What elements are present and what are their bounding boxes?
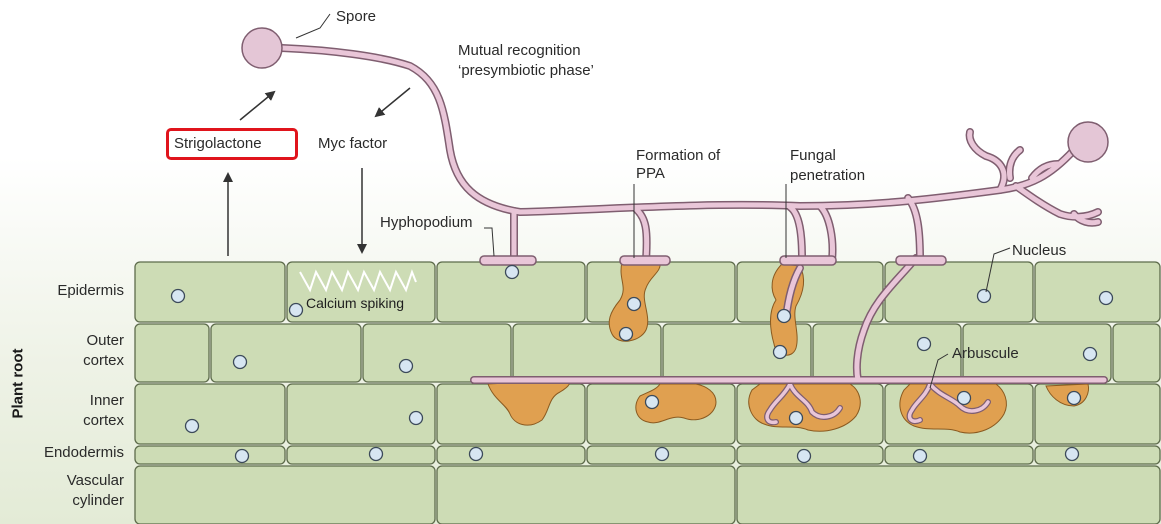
layer-outer-cortex-1: Outer: [86, 332, 124, 350]
nucleus: [978, 290, 991, 303]
nucleus: [1068, 392, 1081, 405]
nucleus: [656, 448, 669, 461]
nucleus: [290, 304, 303, 317]
hyphopodium-3: [780, 256, 836, 265]
formation-of-ppa-label-1: Formation of: [636, 147, 720, 165]
inner-cortex-cell: [135, 384, 285, 444]
fungal-penetration-label-1: Fungal: [790, 147, 836, 165]
nucleus: [628, 298, 641, 311]
to-spore-arrow: [240, 92, 274, 120]
outer-cortex-cell: [135, 324, 209, 382]
nucleus: [790, 412, 803, 425]
hyphopodium-2: [620, 256, 670, 265]
layer-vascular-2: cylinder: [72, 492, 124, 510]
nucleus: [400, 360, 413, 373]
vascular-cylinder-cell: [135, 466, 435, 524]
layer-epidermis: Epidermis: [57, 282, 124, 300]
from-hypha-arrow: [376, 88, 410, 116]
myc-factor-label: Myc factor: [318, 135, 387, 153]
hyphopodium-1: [480, 256, 536, 265]
outer-cortex-cell: [1113, 324, 1160, 382]
presymbiotic-phase-label: ‘presymbiotic phase’: [458, 62, 594, 80]
layer-outer-cortex-2: cortex: [83, 352, 124, 370]
outer-cortex-cell: [363, 324, 511, 382]
hyphopodium-4: [896, 256, 946, 265]
nucleus: [186, 420, 199, 433]
nucleus: [774, 346, 787, 359]
endodermis-cell: [287, 446, 435, 464]
outer-cortex-cell: [813, 324, 961, 382]
endodermis-cell: [1035, 446, 1160, 464]
layer-endodermis: Endodermis: [44, 444, 124, 462]
hyphopodium-label: Hyphopodium: [380, 214, 473, 232]
arbuscule-label: Arbuscule: [952, 345, 1019, 363]
outer-cortex-cell: [211, 324, 361, 382]
layer-vascular-1: Vascular: [67, 472, 124, 490]
nucleus: [236, 450, 249, 463]
epidermis-cell: [587, 262, 735, 322]
nucleus: [918, 338, 931, 351]
calcium-spiking-label: Calcium spiking: [306, 294, 404, 312]
endodermis-cell: [437, 446, 585, 464]
strigolactone-label: Strigolactone: [174, 135, 262, 153]
epidermis-cell: [737, 262, 883, 322]
layer-inner-cortex-2: cortex: [83, 412, 124, 430]
vascular-cylinder-cell: [437, 466, 735, 524]
nucleus: [172, 290, 185, 303]
nucleus: [410, 412, 423, 425]
nucleus: [470, 448, 483, 461]
nucleus: [798, 450, 811, 463]
spore-label: Spore: [336, 8, 376, 26]
spore-2: [1068, 122, 1108, 162]
nucleus: [958, 392, 971, 405]
mutual-recognition-label: Mutual recognition: [458, 42, 581, 60]
fungal-penetration-label-2: penetration: [790, 167, 865, 185]
endodermis-cell: [885, 446, 1033, 464]
nucleus: [646, 396, 659, 409]
nucleus-label: Nucleus: [1012, 242, 1066, 260]
nucleus: [370, 448, 383, 461]
nucleus: [234, 356, 247, 369]
nucleus: [620, 328, 633, 341]
nucleus: [1084, 348, 1097, 361]
arbuscule-blob-2: [749, 384, 860, 431]
epidermis-cell: [1035, 262, 1160, 322]
endodermis-cell: [135, 446, 285, 464]
layer-inner-cortex-1: Inner: [90, 392, 124, 410]
nucleus: [914, 450, 927, 463]
nucleus: [1100, 292, 1113, 305]
nucleus: [778, 310, 791, 323]
plant-root-axis-label: Plant root: [10, 344, 27, 424]
epidermis-cell: [135, 262, 285, 322]
spore: [242, 28, 282, 68]
vascular-cylinder-cell: [737, 466, 1160, 524]
epidermis-cell: [287, 262, 435, 322]
nucleus: [1066, 448, 1079, 461]
formation-of-ppa-label-2: PPA: [636, 165, 665, 183]
nucleus: [506, 266, 519, 279]
